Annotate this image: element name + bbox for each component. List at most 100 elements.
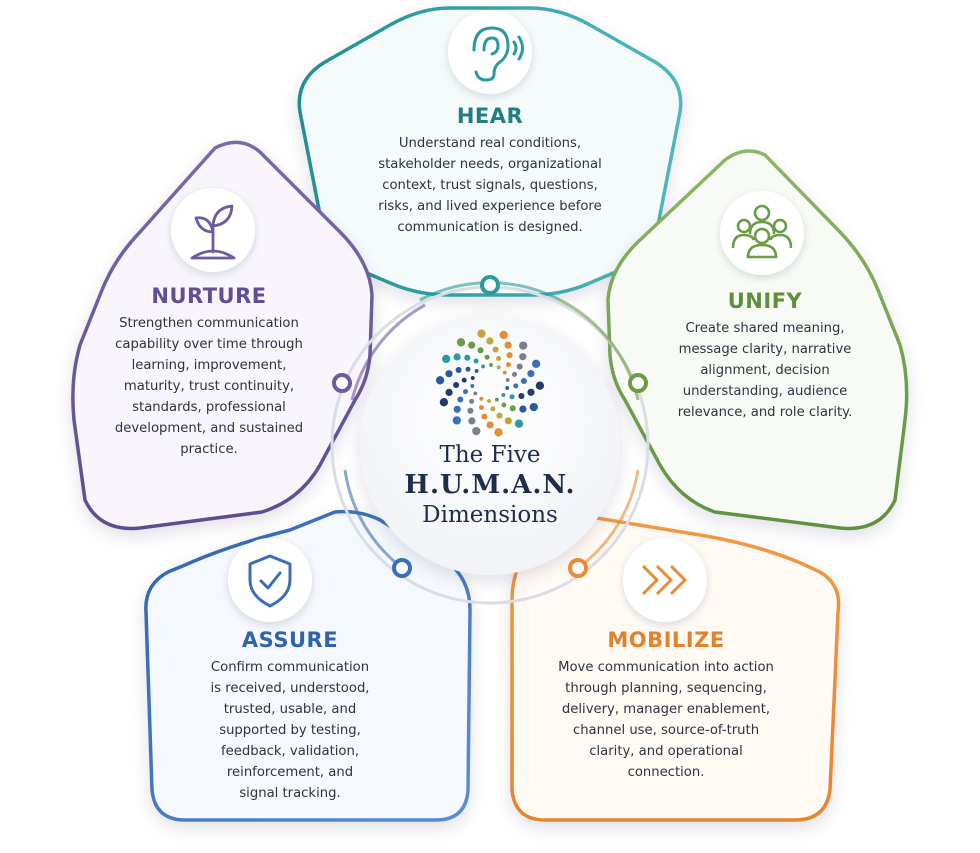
spiral-dot [445,388,453,396]
center-title-line3: Dimensions [422,502,558,528]
spiral-dot [516,363,523,370]
spiral-dot [494,428,503,437]
spiral-dot [519,353,527,361]
card-unify: UNIFY Create shared meaning, message cla… [676,288,854,423]
spiral-dot [509,394,515,400]
ear-icon [472,26,524,82]
spiral-dot [520,377,527,385]
spiral-dot [502,370,507,375]
spiral-dot [486,337,494,345]
center-title-line2: H.U.M.A.N. [404,470,576,500]
center-title: The Five H.U.M.A.N. Dimensions [380,440,600,530]
spiral-dot [490,406,496,412]
spiral-dot [473,358,479,364]
spiral-dot [496,412,503,419]
spiral-dot [468,341,476,349]
spiral-dot [453,405,461,413]
spiral-dot [519,341,528,350]
card-hear: HEAR Understand real conditions, stakeho… [372,103,608,238]
spiral-dot [463,389,468,395]
spiral-dot [481,413,488,420]
spiral-dot [465,366,471,372]
card-mobilize: MOBILIZE Move communication into action … [552,627,780,783]
spiral-dot [467,407,474,414]
spiral-dot [513,383,519,389]
icon-badge-nurture [171,188,255,272]
spiral-dot [445,370,453,378]
card-hear-shape [297,6,683,297]
spiral-dot [435,376,445,385]
spiral-dot [479,396,484,401]
spiral-dot [487,399,491,403]
spiral-dot [527,388,535,396]
spiral-dot [472,426,481,436]
spiral-dot [519,405,527,413]
spiral-dot [499,330,508,340]
connector-mobilize [568,558,588,578]
card-nurture-shape [71,140,374,531]
people-group-icon [731,204,793,259]
connector-assure [392,558,412,578]
card-assure: ASSURE Confirm communication is received… [206,627,374,804]
icon-badge-hear [448,10,532,94]
spiral-dot [477,347,484,354]
spiral-dot [452,416,461,425]
spiral-dot [473,391,478,396]
spiral-dot [512,371,517,377]
spiral-dot [478,405,484,410]
spiral-dot [535,381,545,390]
spiral-dot [492,346,499,353]
spiral-dot [496,365,501,370]
spiral-dot [484,354,490,360]
connector-hear [480,275,500,295]
spiral-dot [470,376,475,380]
spiral-dot [514,419,524,428]
card-unify-title: UNIFY [727,289,803,313]
icon-badge-assure [228,538,312,622]
card-assure-body: Confirm communication is received, under… [210,660,370,801]
connector-nurture [332,373,352,393]
card-nurture-title: NURTURE [151,284,267,308]
card-unify-shape [606,149,909,531]
spiral-dot [470,384,475,388]
spiral-dot [468,417,476,425]
card-assure-title: ASSURE [241,628,339,652]
spiral-dot [529,402,538,412]
spiral-dot [505,362,511,368]
spiral-dot [496,356,502,361]
spiral-dot [453,353,461,361]
spiral-dot [506,352,513,359]
spiral-dot [509,405,516,412]
spiral-dot [474,369,479,373]
spiral-dot [505,378,510,382]
card-hear-title: HEAR [456,104,524,128]
spiral-dot [494,397,499,402]
center-title-line1: The Five [439,442,541,468]
spiral-dot [439,398,449,407]
icon-badge-mobilize [623,538,707,622]
spiral-dot [477,329,486,338]
spiral-dot [481,364,486,369]
sprout-icon [190,204,236,260]
card-unify-body: Create shared meaning, message clarity, … [677,321,853,420]
spiral-dot [489,363,493,367]
card-mobilize-body: Move communication into action through p… [558,660,774,780]
chevrons-right-icon [641,564,687,596]
spiral-dot [461,377,467,383]
spiral-dot [531,359,541,368]
spiral-dot [501,402,507,408]
shield-check-icon [248,554,292,608]
spiral-dot [453,381,460,389]
spiral-dot [442,354,451,364]
spiral-dot [469,398,475,404]
icon-badge-unify [720,191,804,275]
spiral-dot [464,354,471,361]
connector-unify [628,373,648,393]
card-nurture-body: Strengthen communication capability over… [114,316,304,457]
card-nurture: NURTURE Strengthen communication capabil… [104,283,314,460]
spiral-dot [505,386,510,390]
spiral-dot [455,366,462,374]
spiral-dot [486,421,494,429]
spiral-dot [457,396,464,403]
